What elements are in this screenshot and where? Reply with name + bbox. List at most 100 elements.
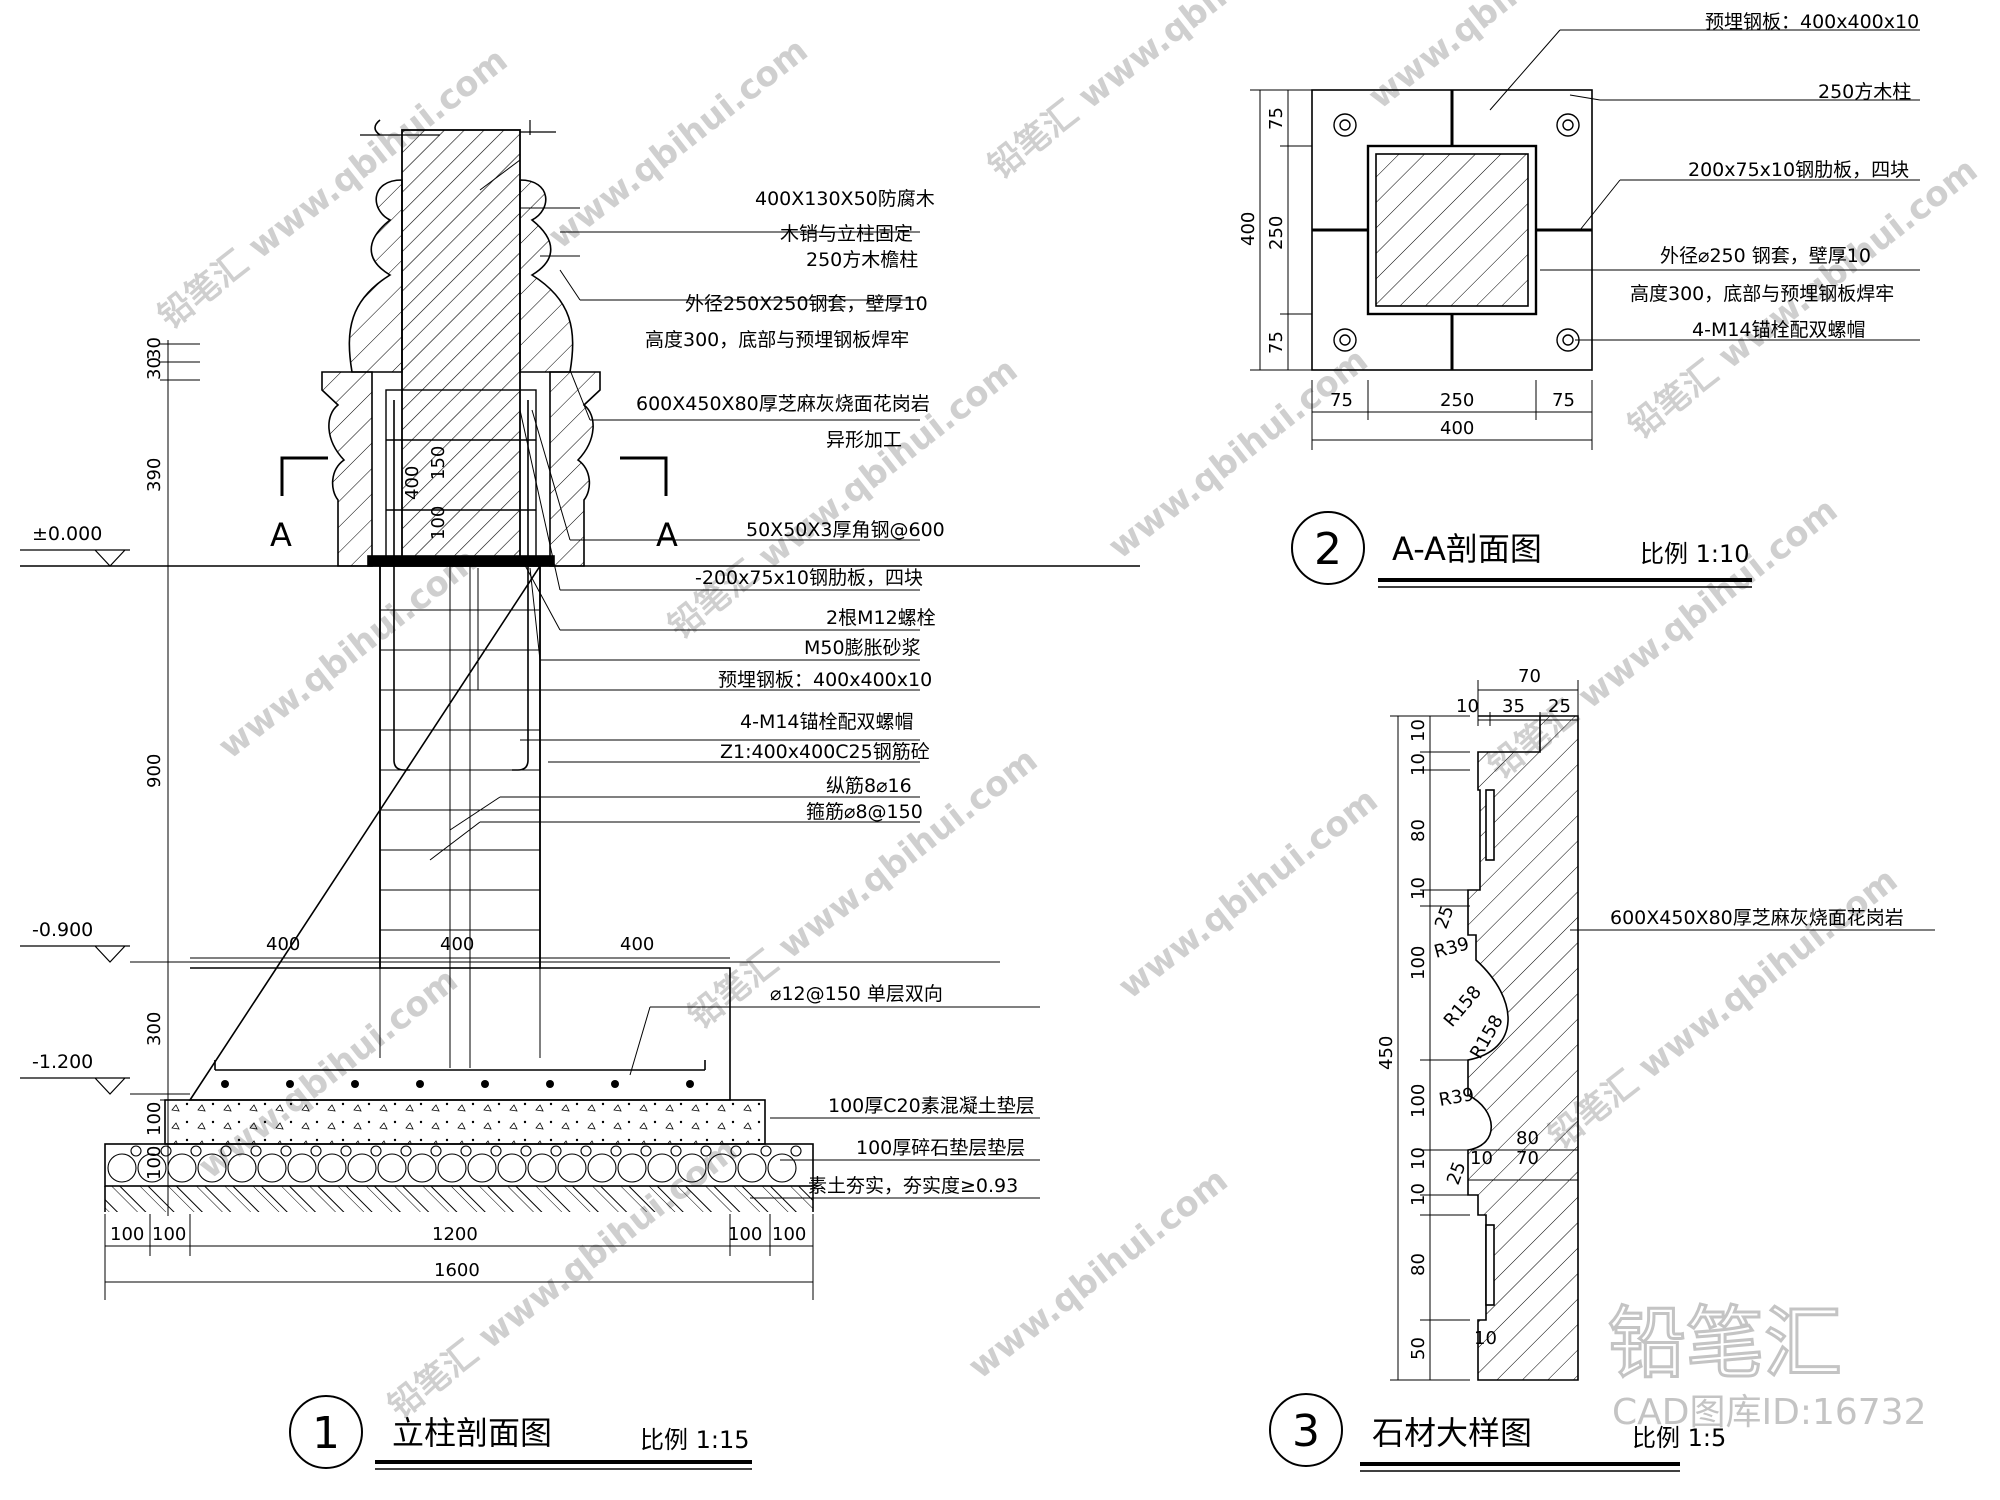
d1-callout-4: 高度300，底部与预埋钢板焊牢	[645, 329, 909, 351]
gravel-stone	[347, 1153, 377, 1183]
d1-callout-16: ⌀12@150 单层双向	[770, 983, 943, 1005]
d2-bot-75b: 75	[1552, 390, 1575, 411]
d1-callout-10: M50膨胀砂浆	[804, 637, 921, 659]
d3-radius-5: 25	[1443, 1159, 1471, 1188]
d1-vdim-100a: 100	[144, 1102, 165, 1136]
gravel-stone-small	[670, 1145, 682, 1157]
d1-callout-13: Z1:400x400C25钢筋砼	[720, 741, 930, 763]
d1-callout-9: 2根M12螺栓	[826, 607, 936, 629]
drawing-1-column-section	[20, 119, 1140, 1300]
d1-callout-2: 250方木檐柱	[806, 249, 918, 271]
d3-top-25: 25	[1548, 696, 1571, 717]
d2-callout-1: 250方木柱	[1818, 81, 1911, 103]
d1-callout-1: 木销与立柱固定	[780, 223, 913, 245]
gravel-stone	[437, 1153, 467, 1183]
d3-radius-0: 25	[1431, 903, 1459, 932]
gravel-stone-small	[340, 1145, 352, 1157]
gravel-stone	[257, 1153, 287, 1183]
d3-title: 石材大样图	[1372, 1414, 1532, 1452]
d2-number: 2	[1314, 524, 1342, 575]
d3-inner-70: 70	[1516, 1148, 1539, 1169]
d1-top-400c: 400	[620, 934, 654, 955]
level-minus-1200: -1.200	[32, 1051, 93, 1073]
level-minus-0900: -0.900	[32, 919, 93, 941]
gravel-stone	[617, 1153, 647, 1183]
d3-left-6: 10	[1408, 1147, 1429, 1170]
d1-vdim-390: 390	[144, 458, 165, 492]
gravel-stone-small	[580, 1145, 592, 1157]
gravel-stone-small	[550, 1145, 562, 1157]
d1-callout-0: 400X130X50防腐木	[755, 188, 935, 210]
site-watermark: www.qbihui.com	[541, 30, 816, 257]
d1-callout-15: 箍筋⌀8@150	[806, 801, 923, 823]
site-watermark: www.qbihui.com	[1111, 780, 1386, 1007]
d3-radius-4: R39	[1437, 1084, 1476, 1111]
site-watermark: 铅笔汇 www.qbihui.com	[1541, 860, 1905, 1157]
d3-left-5: 100	[1408, 1084, 1429, 1118]
d3-top-10: 10	[1456, 696, 1479, 717]
d1-inner-150: 150	[428, 446, 449, 480]
gravel-stone-small	[310, 1145, 322, 1157]
d1-callout-19: 素土夯实，夯实度≥0.93	[808, 1175, 1018, 1197]
d3-left-2: 80	[1408, 819, 1429, 842]
gravel-stone	[497, 1153, 527, 1183]
d1-bot-1200: 1200	[432, 1224, 478, 1245]
d3-top-70: 70	[1518, 666, 1541, 687]
section-mark-right: A	[656, 516, 678, 554]
drawing-3-stone-detail	[1269, 680, 1935, 1472]
d1-title: 立柱剖面图	[392, 1414, 552, 1452]
d2-bot-250: 250	[1440, 390, 1474, 411]
gravel-stone	[107, 1153, 137, 1183]
d1-inner-100: 100	[428, 506, 449, 540]
gravel-stone-small	[700, 1145, 712, 1157]
gravel-stone-small	[160, 1145, 172, 1157]
drawing-2-text: 预埋钢板：400x400x10 250方木柱 200x75x10钢肋板，四块 外…	[1238, 11, 1919, 575]
gravel-stone-small	[490, 1145, 502, 1157]
d1-callout-11: 预埋钢板：400x400x10	[718, 669, 932, 691]
d3-callout-0: 600X450X80厚芝麻灰烧面花岗岩	[1610, 907, 1904, 929]
gravel-stone	[647, 1153, 677, 1183]
section-mark-left: A	[270, 516, 292, 554]
gravel-stone	[287, 1153, 317, 1183]
gravel-stone	[407, 1153, 437, 1183]
d3-left-3: 10	[1408, 877, 1429, 900]
drawing-3-text: 600X450X80厚芝麻灰烧面花岗岩 70 10 35 25 10 10 80…	[1292, 666, 1904, 1457]
d2-left-250: 250	[1266, 216, 1287, 250]
gravel-stone-small	[370, 1145, 382, 1157]
gravel-stone-small	[460, 1145, 472, 1157]
d1-vdim-300: 300	[144, 1012, 165, 1046]
gravel-stone-small	[400, 1145, 412, 1157]
d1-callout-5: 600X450X80厚芝麻灰烧面花岗岩	[636, 393, 930, 415]
d1-bot-100a: 100	[110, 1224, 144, 1245]
gravel-stone	[737, 1153, 767, 1183]
brand-watermark: 铅笔汇 CAD图库ID:16732	[1607, 1298, 1927, 1434]
gravel-stone-small	[790, 1145, 802, 1157]
d1-vdim-900: 900	[144, 754, 165, 788]
brand-name: 铅笔汇	[1608, 1299, 1842, 1389]
gravel-stone-small	[730, 1145, 742, 1157]
gravel-stone	[167, 1153, 197, 1183]
gravel-stone	[317, 1153, 347, 1183]
d2-scale: 比例 1:10	[1640, 540, 1750, 568]
d3-number: 3	[1292, 1406, 1320, 1457]
gravel-stone-small	[280, 1145, 292, 1157]
d2-callout-5: 4-M14锚栓配双螺帽	[1692, 319, 1866, 341]
brand-id: CAD图库ID:16732	[1612, 1392, 1926, 1433]
d1-callout-14: 纵筋8⌀16	[826, 775, 912, 797]
d2-title: A-A剖面图	[1392, 530, 1542, 568]
d2-left-400: 400	[1238, 212, 1259, 246]
gravel-stone	[137, 1153, 167, 1183]
gravel-stone	[707, 1153, 737, 1183]
d1-callout-3: 外径250X250钢套，壁厚10	[685, 293, 928, 315]
d1-scale: 比例 1:15	[640, 1426, 750, 1454]
d2-bot-400: 400	[1440, 418, 1474, 439]
gravel-stone	[557, 1153, 587, 1183]
d1-callout-17: 100厚C20素混凝土垫层	[828, 1095, 1035, 1117]
d3-left-4: 100	[1408, 946, 1429, 980]
d2-callout-3: 外径⌀250 钢套，壁厚10	[1660, 245, 1871, 267]
d1-callout-7: 50X50X3厚角钢@600	[746, 519, 945, 541]
drawing-1-title-lines	[289, 1395, 752, 1470]
gravel-stone	[767, 1153, 797, 1183]
d3-left-1: 10	[1408, 753, 1429, 776]
